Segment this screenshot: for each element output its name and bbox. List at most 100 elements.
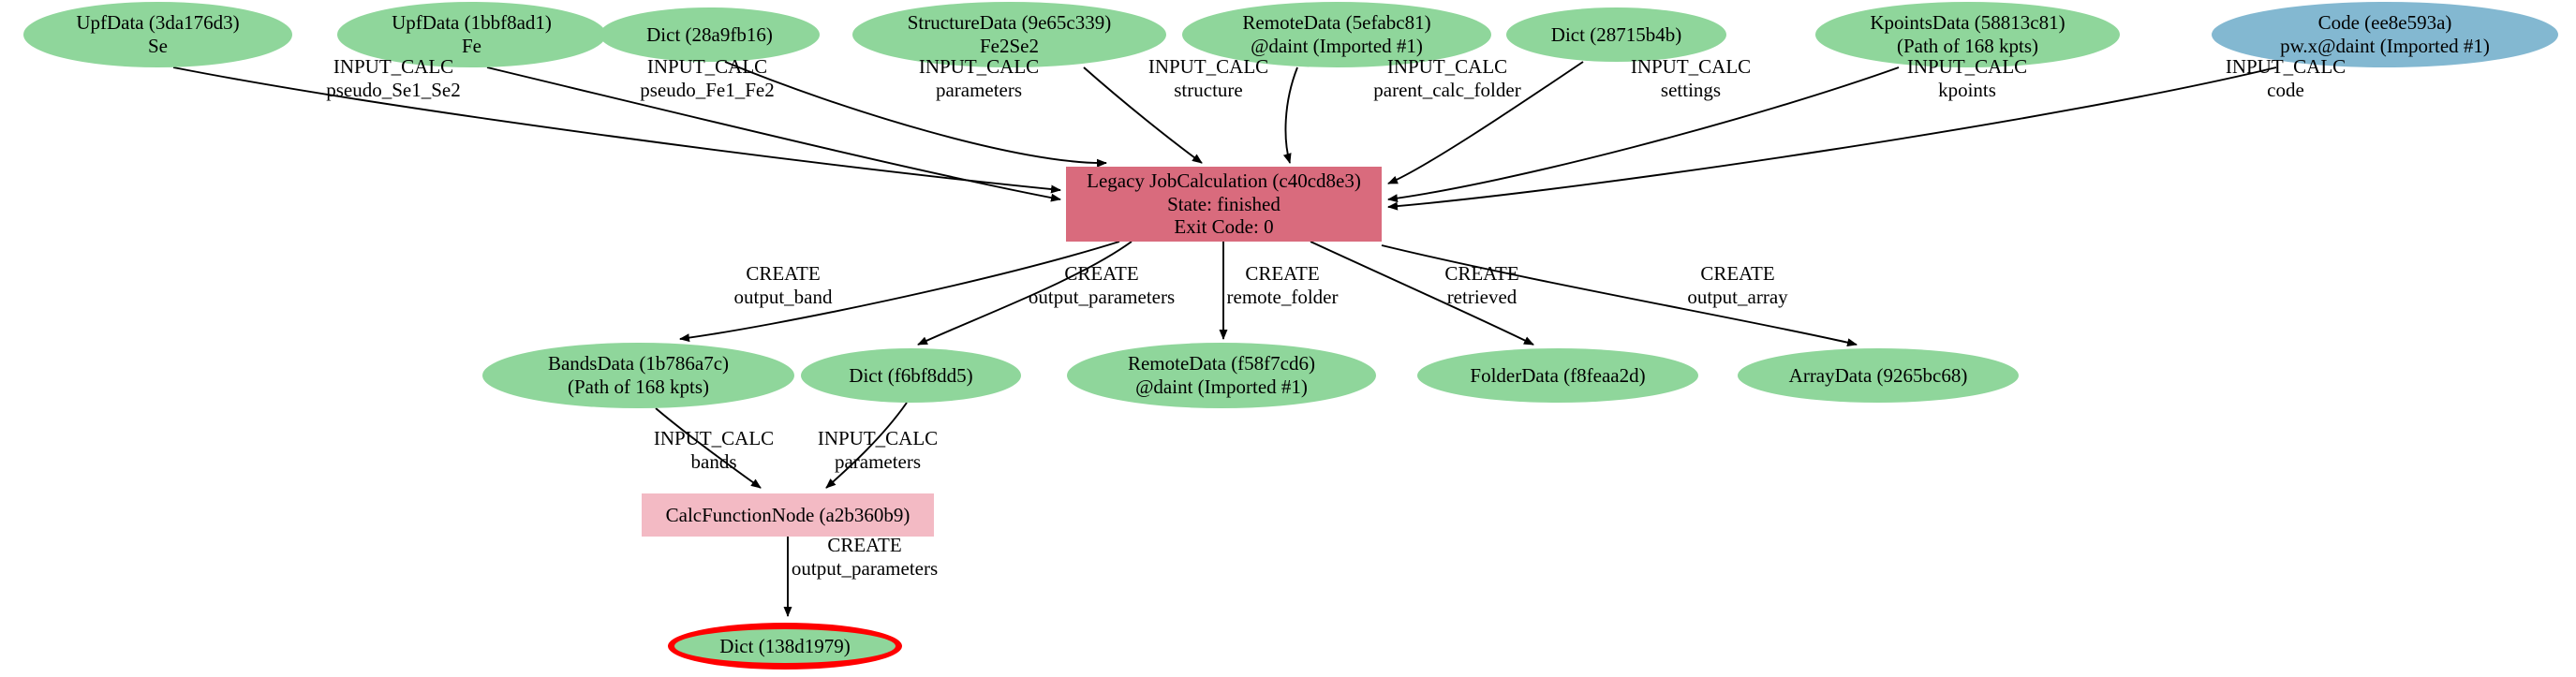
edge-link-label: output_array [1687, 286, 1788, 309]
node-code-ee8e593a[interactable]: Code (ee8e593a)pw.x@daint (Imported #1) [2212, 2, 2558, 67]
edge-link-label: parameters [834, 450, 922, 474]
node-label: CalcFunctionNode (a2b360b9) [642, 504, 934, 527]
edge-link-label: parameters [935, 79, 1023, 102]
node-label-line: Dict (28715b4b) [1550, 22, 1682, 46]
node-label: UpfData (1bbf8ad1)Fe [337, 11, 606, 58]
edge-link-label: output_parameters [791, 557, 939, 581]
node-label-line: (Path of 168 kpts) [567, 375, 710, 398]
edge-link-type: CREATE [746, 262, 821, 285]
node-label: RemoteData (f58f7cd6)@daint (Imported #1… [1067, 352, 1376, 399]
node-label-line: FolderData (f8feaa2d) [1470, 363, 1646, 387]
node-label-line: State: finished [1167, 192, 1281, 215]
node-label-line: Dict (28a9fb16) [646, 22, 773, 46]
node-label-line: UpfData (3da176d3) [76, 11, 240, 35]
edge-link-label: code [2267, 79, 2304, 102]
edge-link-label: remote_folder [1226, 286, 1339, 309]
node-dict-f6bf8dd5[interactable]: Dict (f6bf8dd5) [801, 348, 1021, 403]
node-label-line: CalcFunctionNode (a2b360b9) [665, 503, 910, 526]
node-upfdata-1bbf8ad1[interactable]: UpfData (1bbf8ad1)Fe [337, 2, 606, 67]
node-label-line: pw.x@daint (Imported #1) [2280, 35, 2490, 57]
edge-link-type: INPUT_CALC [817, 427, 939, 449]
node-label-line: Exit Code: 0 [1174, 215, 1274, 239]
node-label-line: @daint (Imported #1) [1135, 375, 1308, 398]
edge-link-label: output_parameters [1028, 286, 1176, 309]
edge-link-label: pseudo_Se1_Se2 [326, 79, 461, 102]
edge-link-label: output_band [733, 286, 833, 309]
edge-link-label: retrieved [1446, 286, 1517, 309]
node-remotedata-f58f7cd6[interactable]: RemoteData (f58f7cd6)@daint (Imported #1… [1067, 343, 1376, 408]
edge-link-type: INPUT_CALC [1386, 55, 1508, 78]
node-arraydata-9265bc68[interactable]: ArrayData (9265bc68) [1738, 348, 2019, 403]
node-label-line: Code (ee8e593a) [2317, 11, 2452, 35]
node-upfdata-3da176d3[interactable]: UpfData (3da176d3)Se [23, 2, 292, 67]
node-label-line: (Path of 168 kpts) [1896, 35, 2039, 57]
edge-link-label: parent_calc_folder [1373, 79, 1521, 102]
node-dict-28715b4b[interactable]: Dict (28715b4b) [1506, 7, 1726, 62]
node-label-line: RemoteData (f58f7cd6) [1127, 352, 1315, 375]
node-label-line: RemoteData (5efabc81) [1242, 11, 1431, 35]
edge-link-type: CREATE [827, 534, 902, 556]
node-label: Dict (28715b4b) [1506, 23, 1726, 47]
node-calcfunctionnode-a2b360b9[interactable]: CalcFunctionNode (a2b360b9) [642, 493, 934, 537]
node-label-line: KpointsData (58813c81) [1870, 11, 2065, 35]
node-label-line: @daint (Imported #1) [1251, 35, 1423, 57]
node-label-line: Legacy JobCalculation (c40cd8e3) [1087, 169, 1361, 192]
node-label: Code (ee8e593a)pw.x@daint (Imported #1) [2212, 11, 2558, 58]
node-kpointsdata-58813c81[interactable]: KpointsData (58813c81)(Path of 168 kpts) [1815, 2, 2120, 67]
edge-link-type: INPUT_CALC [2225, 55, 2347, 78]
edge-link-type: CREATE [1245, 262, 1320, 285]
node-label: Dict (28a9fb16) [600, 23, 820, 47]
node-remotedata-5efabc81[interactable]: RemoteData (5efabc81)@daint (Imported #1… [1182, 2, 1491, 67]
node-bandsdata-1b786a7c[interactable]: BandsData (1b786a7c)(Path of 168 kpts) [482, 343, 794, 408]
node-label-line: Fe [462, 35, 481, 57]
node-label: Dict (f6bf8dd5) [801, 364, 1021, 388]
node-label: UpfData (3da176d3)Se [23, 11, 292, 58]
node-dict-138d1979[interactable]: Dict (138d1979) [668, 623, 902, 670]
node-label-line: Dict (f6bf8dd5) [849, 363, 973, 387]
node-legacy-jobcalculation-c40cd8e3[interactable]: Legacy JobCalculation (c40cd8e3)State: f… [1066, 167, 1382, 242]
node-label: KpointsData (58813c81)(Path of 168 kpts) [1815, 11, 2120, 58]
node-label-line: Dict (138d1979) [719, 634, 851, 657]
node-folderdata-f8feaa2d[interactable]: FolderData (f8feaa2d) [1417, 348, 1698, 403]
node-label: RemoteData (5efabc81)@daint (Imported #1… [1182, 11, 1491, 58]
edge-link-type: CREATE [1700, 262, 1775, 285]
node-label: FolderData (f8feaa2d) [1417, 364, 1698, 388]
node-label-line: ArrayData (9265bc68) [1788, 363, 1968, 387]
node-label-line: StructureData (9e65c339) [907, 11, 1112, 35]
edge-link-type: INPUT_CALC [918, 55, 1040, 78]
edge-link-label: settings [1660, 79, 1722, 102]
edge-link-type: CREATE [1444, 262, 1519, 285]
node-dict-28a9fb16[interactable]: Dict (28a9fb16) [600, 7, 820, 62]
edge-link-type: INPUT_CALC [1147, 55, 1269, 78]
node-label: Legacy JobCalculation (c40cd8e3)State: f… [1066, 169, 1382, 239]
node-label-line: UpfData (1bbf8ad1) [392, 11, 552, 35]
node-label: ArrayData (9265bc68) [1738, 364, 2019, 388]
edge-link-type: CREATE [1064, 262, 1139, 285]
edge-link-type: INPUT_CALC [653, 427, 775, 449]
node-label-line: BandsData (1b786a7c) [547, 352, 730, 375]
edge-link-label: structure [1174, 79, 1243, 102]
edge-link-type: INPUT_CALC [646, 55, 768, 78]
edge-link-label: bands [690, 450, 737, 474]
node-label-line: Se [148, 35, 168, 57]
node-label: BandsData (1b786a7c)(Path of 168 kpts) [482, 352, 794, 399]
edge-link-type: INPUT_CALC [1630, 55, 1752, 78]
node-structuredata-9e65c339[interactable]: StructureData (9e65c339)Fe2Se2 [852, 2, 1166, 67]
